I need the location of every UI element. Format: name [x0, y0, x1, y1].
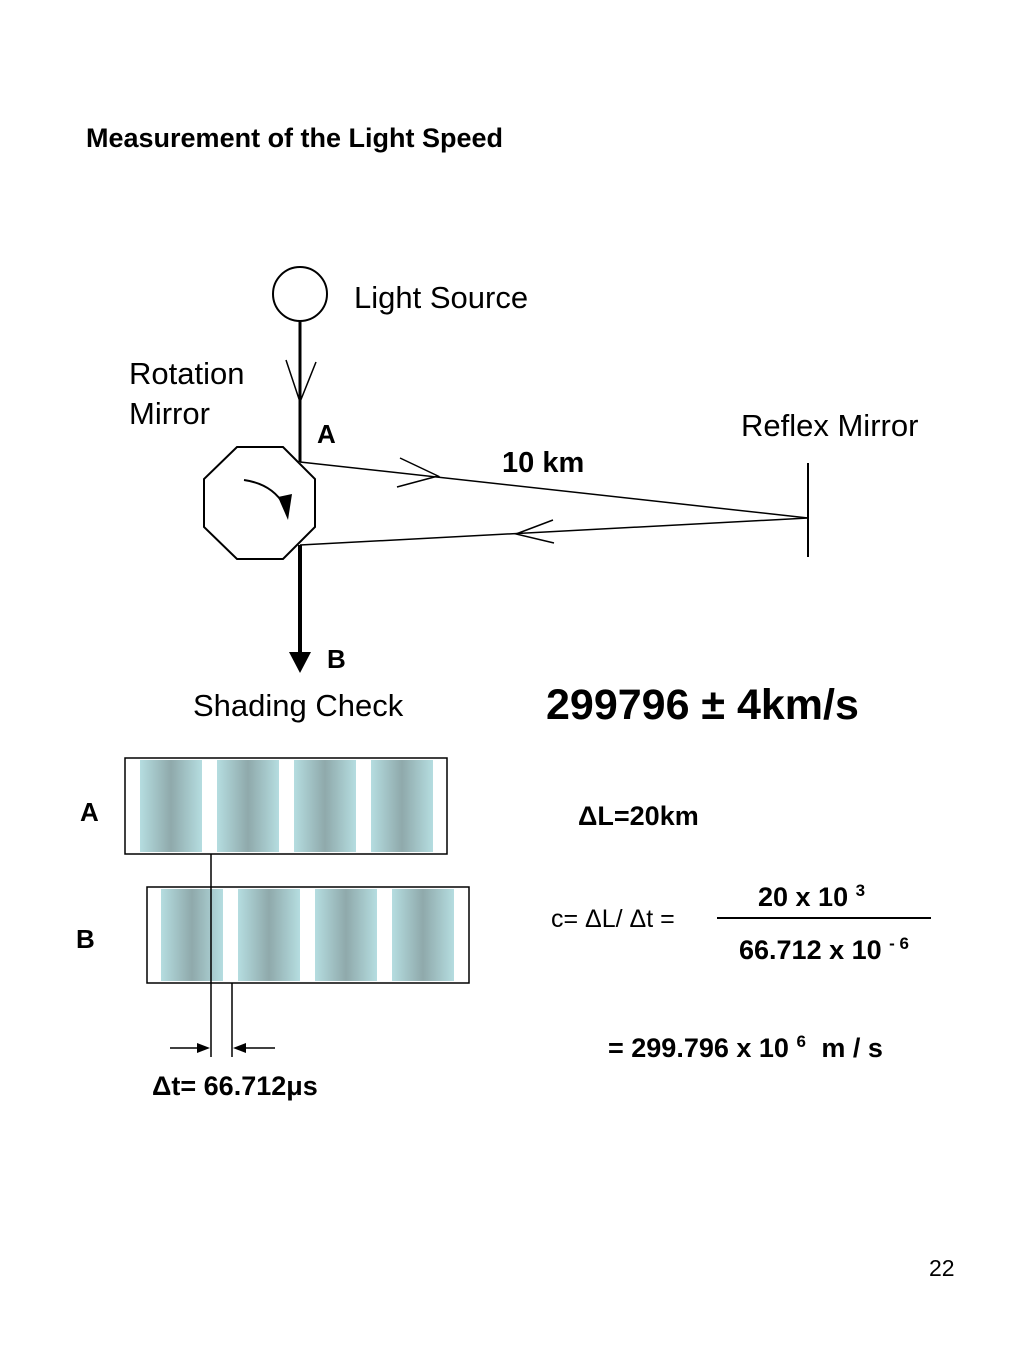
return-beam	[299, 517, 809, 546]
formula-denominator: 66.712 x 10 - 6	[739, 934, 909, 965]
distance-label: 10 km	[502, 447, 585, 479]
stripe-b-4	[392, 889, 454, 981]
stripe-b-1	[161, 889, 223, 981]
light-source-label: Light Source	[354, 280, 529, 315]
numerator-base: 20 x 10	[758, 882, 849, 912]
denominator-exponent: - 6	[889, 934, 909, 953]
formula-numerator: 20 x 10 3	[758, 881, 866, 912]
fraction-bar	[717, 917, 931, 919]
stripe-a-4	[371, 760, 433, 852]
stripe-b-3	[315, 889, 377, 981]
numerator-exponent: 3	[855, 881, 866, 900]
formula-lhs: c= ΔL/ Δt =	[551, 905, 675, 933]
result-prefix: = 299.796 x 10	[608, 1033, 789, 1063]
stripe-a-3	[294, 760, 356, 852]
result-line: = 299.796 x 10 6 m / s	[608, 1032, 883, 1063]
outgoing-beam	[299, 461, 809, 519]
stripe-a-2	[217, 760, 279, 852]
delta-t-label: Δt= 66.712μs	[152, 1071, 318, 1101]
incoming-beam-arrow	[285, 359, 317, 405]
point-a-label: A	[317, 419, 336, 449]
rotation-mirror-label-line1: Rotation	[129, 356, 245, 391]
offset-arrow-right-head	[233, 1043, 246, 1053]
speed-result: 299796 ± 4km/s	[546, 681, 859, 729]
pattern-a-label: A	[80, 797, 99, 827]
point-b-label: B	[327, 644, 346, 674]
page-number: 22	[929, 1255, 955, 1281]
denominator-base: 66.712 x 10	[739, 935, 882, 965]
outgoing-beam-arrow	[396, 457, 441, 488]
result-exponent: 6	[796, 1032, 806, 1051]
reflex-mirror-label: Reflex Mirror	[741, 408, 919, 443]
rotation-mirror-label-line2: Mirror	[129, 396, 210, 431]
light-source-icon	[272, 266, 328, 322]
beam-to-b-arrow	[289, 652, 311, 673]
result-unit: m / s	[821, 1033, 883, 1063]
rotation-mirror-icon	[203, 446, 316, 560]
rotation-arrow-head	[278, 494, 292, 520]
shading-check-label: Shading Check	[193, 688, 404, 723]
stripe-a-1	[140, 760, 202, 852]
delta-l-label: ΔL=20km	[578, 801, 699, 831]
pattern-b-label: B	[76, 924, 95, 954]
page-title: Measurement of the Light Speed	[86, 123, 504, 153]
return-beam-arrow	[513, 519, 555, 544]
stripe-b-2	[238, 889, 300, 981]
offset-arrow-left-head	[197, 1043, 210, 1053]
